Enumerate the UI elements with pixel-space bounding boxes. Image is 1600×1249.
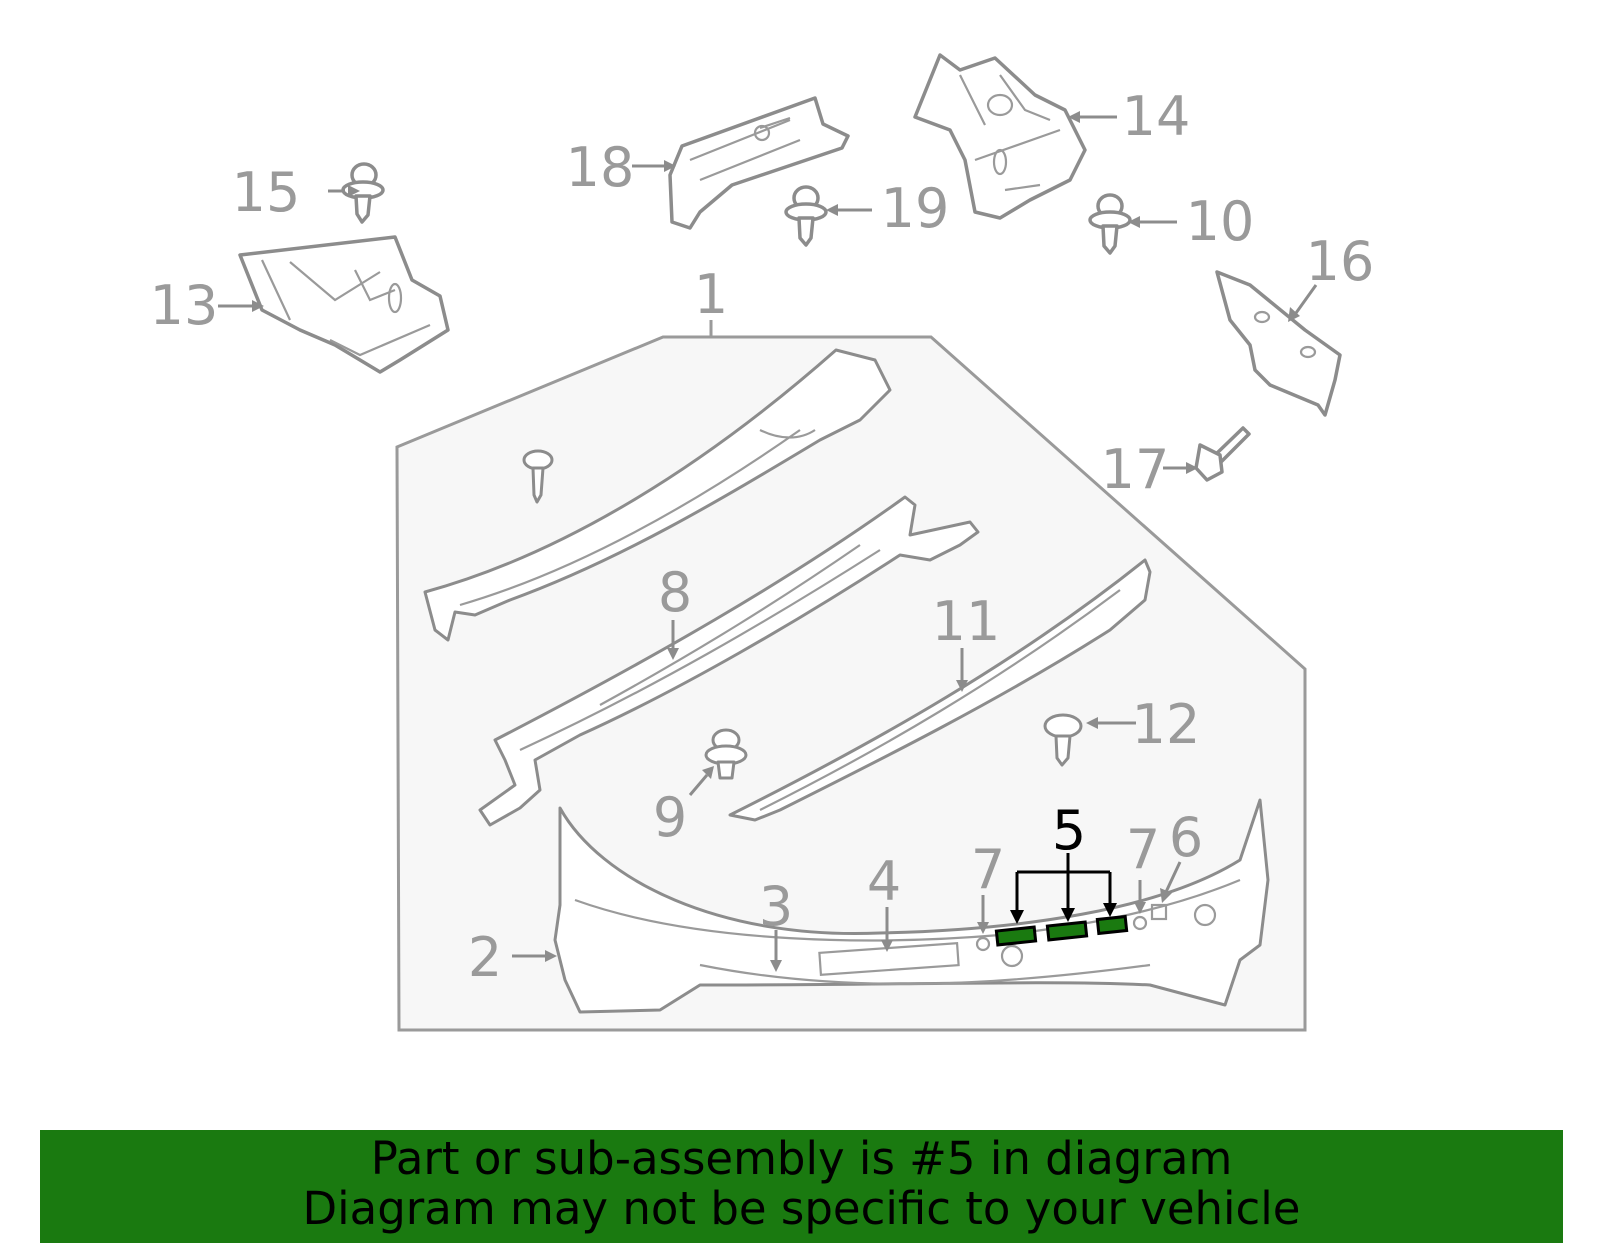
part-5-pad-right [1095, 914, 1129, 936]
label-4: 4 [867, 850, 901, 913]
label-1: 1 [694, 263, 728, 326]
part-17-bolt [1194, 426, 1251, 482]
part-12-clip [1043, 713, 1083, 767]
info-banner: Part or sub-assembly is #5 in diagram Di… [40, 1130, 1563, 1243]
label-16: 16 [1306, 230, 1375, 293]
label-3: 3 [759, 875, 793, 938]
part-5-pad-center [1045, 920, 1089, 942]
part-5-pads [994, 914, 1129, 947]
label-6: 6 [1169, 806, 1203, 869]
leader-arrows [218, 111, 1318, 972]
label-5: 5 [1052, 799, 1086, 862]
label-19: 19 [881, 177, 950, 240]
part-13-bracket [238, 235, 450, 374]
callout-labels: 1 2 3 4 5 6 7 7 8 9 10 11 12 13 14 15 16… [150, 85, 1375, 989]
label-13: 13 [150, 274, 219, 337]
label-11: 11 [932, 590, 1001, 653]
part-18-bracket [668, 96, 850, 230]
part-5-pad-left [994, 925, 1038, 947]
part-11-seal [728, 558, 1152, 822]
part-19-clip [784, 185, 828, 247]
label-10: 10 [1186, 190, 1255, 253]
banner-line-1: Part or sub-assembly is #5 in diagram [370, 1132, 1233, 1185]
label-18: 18 [566, 136, 635, 199]
screw-inner [522, 449, 554, 504]
part-16-bracket [1215, 270, 1342, 417]
label-7-right: 7 [1126, 818, 1160, 881]
label-12: 12 [1132, 693, 1201, 756]
label-9: 9 [653, 786, 687, 849]
label-7-left: 7 [971, 838, 1005, 901]
label-8: 8 [658, 561, 692, 624]
banner-line-2: Diagram may not be specific to your vehi… [302, 1182, 1301, 1235]
part-14-bracket [913, 53, 1087, 220]
label-2: 2 [468, 926, 502, 989]
part-5-leader [1015, 853, 1112, 912]
label-14: 14 [1122, 85, 1191, 148]
part-10-clip [1088, 193, 1132, 255]
part-15-clip [341, 162, 385, 224]
label-17: 17 [1101, 438, 1170, 501]
label-15: 15 [232, 161, 301, 224]
part-9-clip [704, 728, 748, 780]
part-8-reinforcement [478, 495, 980, 827]
part-5-arrowheads [1010, 903, 1117, 924]
part-2-cowl-panel [553, 798, 1270, 1014]
cowl-panel-upper [423, 348, 892, 642]
